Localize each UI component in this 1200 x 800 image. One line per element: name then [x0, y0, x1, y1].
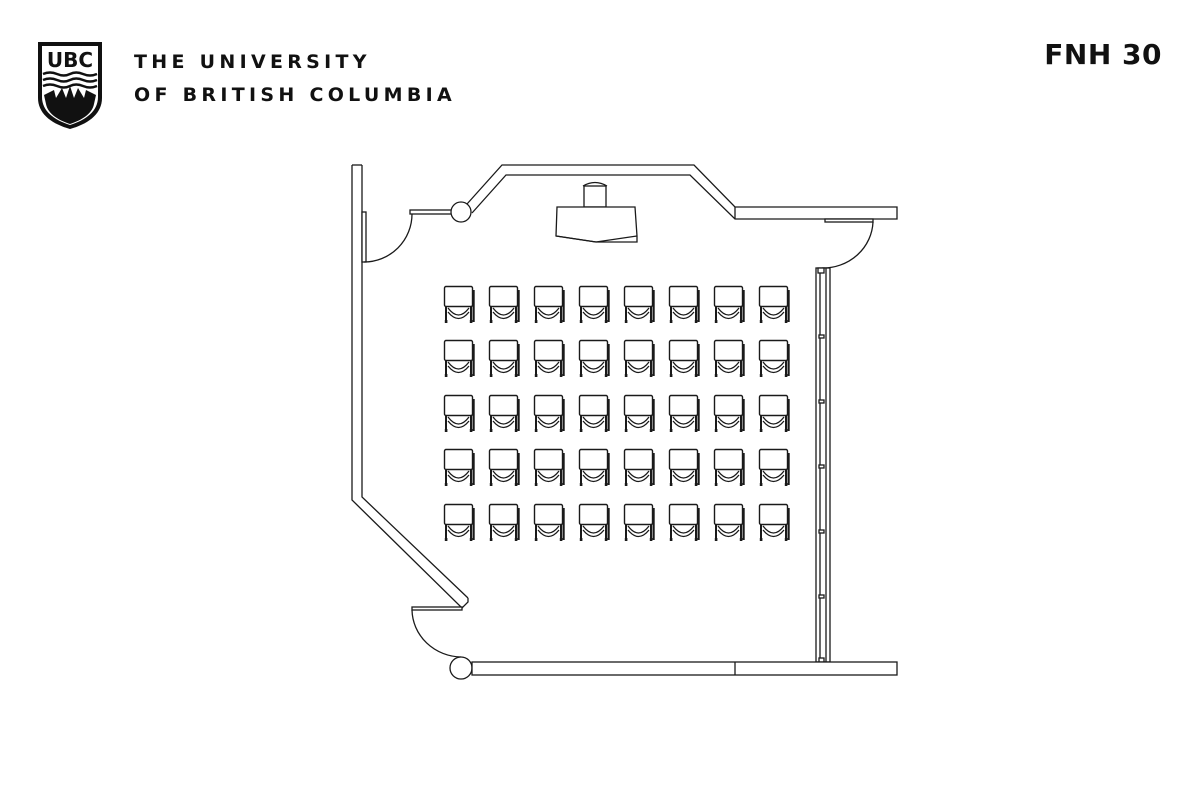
chair-icon[interactable] — [713, 285, 746, 324]
svg-text:UBC: UBC — [47, 48, 93, 72]
chair-icon[interactable] — [668, 448, 701, 487]
chair-icon[interactable] — [488, 448, 521, 487]
chair-icon[interactable] — [668, 285, 701, 324]
chair-icon[interactable] — [578, 339, 611, 378]
chair-icon[interactable] — [578, 394, 611, 433]
chair-icon[interactable] — [623, 448, 656, 487]
bottom-wall — [471, 661, 898, 676]
chair-icon[interactable] — [578, 285, 611, 324]
chair-icon[interactable] — [713, 503, 746, 542]
chair-icon[interactable] — [623, 339, 656, 378]
chair-icon[interactable] — [758, 285, 791, 324]
university-wordmark: THE UNIVERSITY OF BRITISH COLUMBIA — [134, 46, 456, 112]
chair-icon[interactable] — [758, 503, 791, 542]
chair-icon[interactable] — [533, 285, 566, 324]
room-code: FNH 30 — [1044, 38, 1162, 71]
chair-icon[interactable] — [533, 503, 566, 542]
seat-row-5 — [443, 503, 791, 542]
chair-icon[interactable] — [758, 339, 791, 378]
chair-icon[interactable] — [443, 394, 476, 433]
chair-icon[interactable] — [623, 394, 656, 433]
chair-icon[interactable] — [713, 339, 746, 378]
chair-icon[interactable] — [578, 503, 611, 542]
seat-row-1 — [443, 285, 791, 324]
door-bottom-left — [411, 606, 473, 680]
chair-icon[interactable] — [713, 394, 746, 433]
chair-icon[interactable] — [668, 339, 701, 378]
ubc-shield-icon: UBC — [38, 42, 102, 129]
chair-icon[interactable] — [443, 503, 476, 542]
seating-grid — [443, 285, 791, 542]
chair-icon[interactable] — [533, 448, 566, 487]
ubc-logo: UBC THE UNIVERSITY OF BRITISH COLUMBIA — [36, 40, 456, 130]
lectern — [555, 181, 638, 243]
chair-icon[interactable] — [533, 339, 566, 378]
chair-icon[interactable] — [578, 448, 611, 487]
chair-icon[interactable] — [623, 503, 656, 542]
top-wall — [466, 164, 898, 220]
door-top-right — [821, 218, 874, 269]
seat-row-3 — [443, 394, 791, 433]
door-top-left — [361, 201, 472, 263]
chair-icon[interactable] — [488, 394, 521, 433]
seat-row-4 — [443, 448, 791, 487]
chair-icon[interactable] — [758, 448, 791, 487]
chair-icon[interactable] — [488, 503, 521, 542]
chair-icon[interactable] — [623, 285, 656, 324]
seat-row-2 — [443, 339, 791, 378]
wordmark-line-1: THE UNIVERSITY — [134, 51, 371, 73]
left-wall — [351, 164, 469, 609]
chair-icon[interactable] — [443, 339, 476, 378]
chair-icon[interactable] — [443, 285, 476, 324]
chair-icon[interactable] — [713, 448, 746, 487]
chair-icon[interactable] — [488, 339, 521, 378]
wordmark-line-2: OF BRITISH COLUMBIA — [134, 84, 456, 106]
chair-icon[interactable] — [668, 503, 701, 542]
chair-icon[interactable] — [488, 285, 521, 324]
chair-icon[interactable] — [668, 394, 701, 433]
chair-icon[interactable] — [533, 394, 566, 433]
chair-icon[interactable] — [758, 394, 791, 433]
folding-partition — [815, 267, 831, 663]
chair-icon[interactable] — [443, 448, 476, 487]
